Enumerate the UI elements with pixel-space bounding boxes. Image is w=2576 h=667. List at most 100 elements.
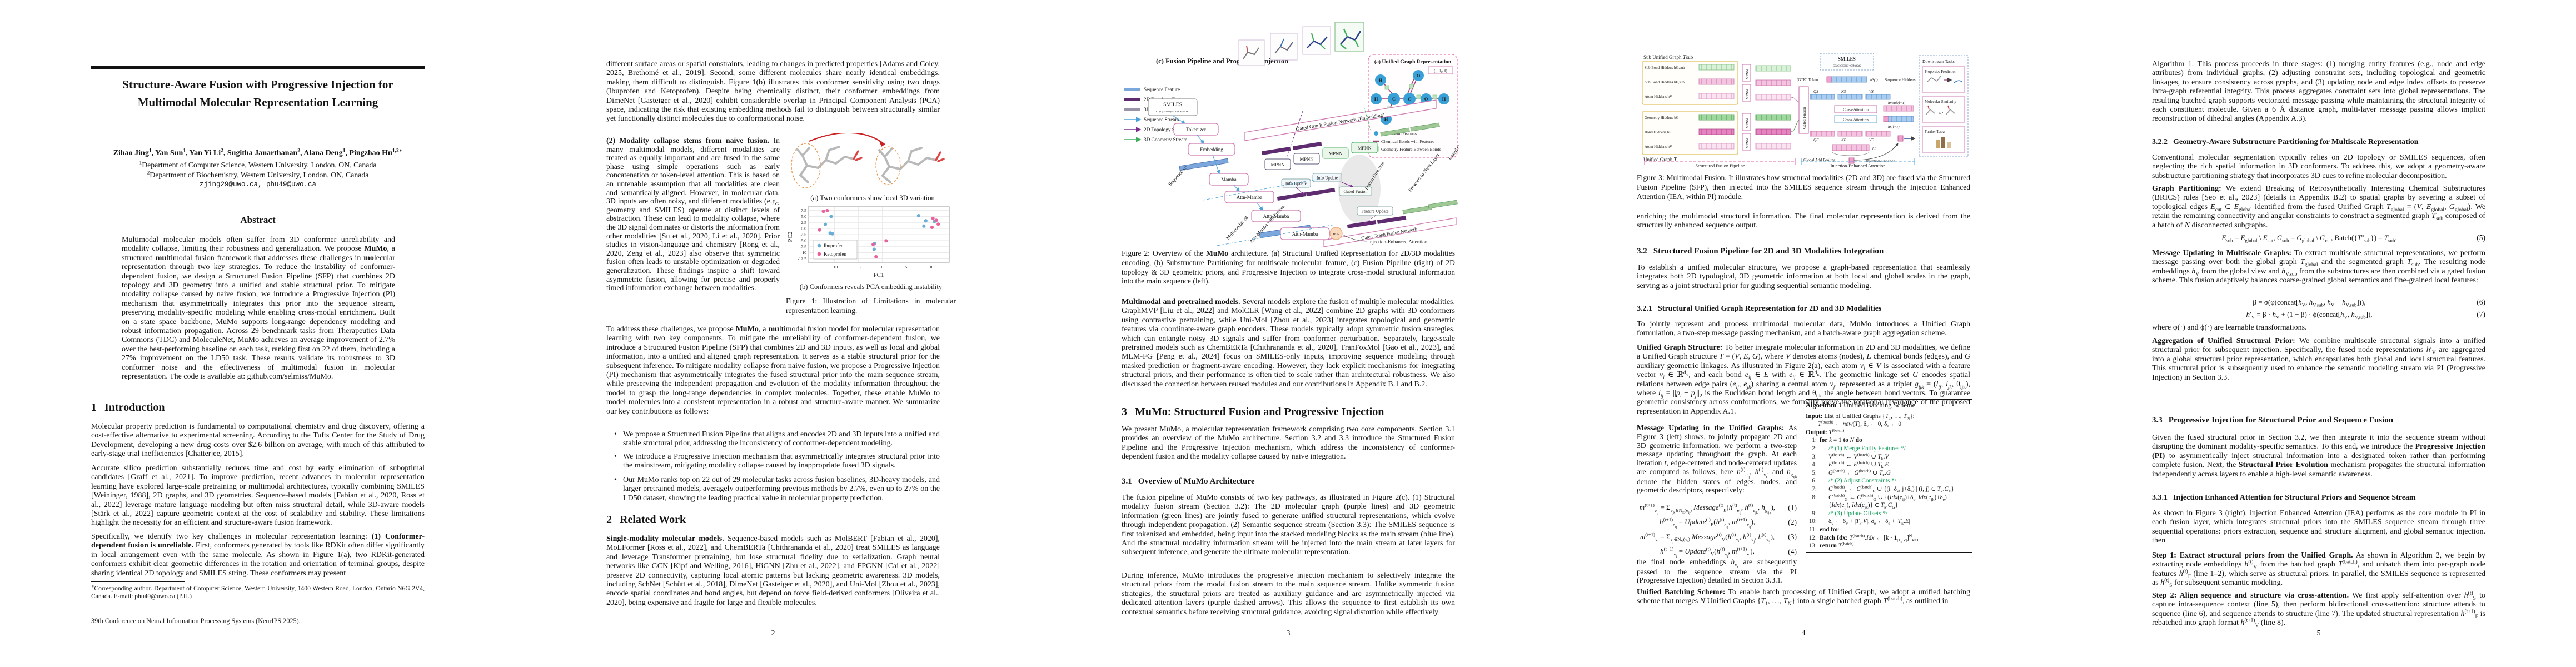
paper-title-line1: Structure-Aware Fusion with Progressive … — [122, 78, 393, 91]
equation-3: m(t+1)vi = Σvj∈NV(vi) Message(t)V(h(t)vi… — [1637, 532, 1797, 544]
contribution-bullet-2: •We introduce a Progressive Injection me… — [606, 452, 940, 471]
algo-line: 5:G(batch) ← G(batch) ∪ Tk.G — [1812, 468, 1891, 477]
equation-4-number: (4) — [1788, 547, 1797, 556]
geometry-formula: (l₁, l₂, θ) — [1434, 69, 1447, 73]
equation-7-number: (7) — [2477, 310, 2485, 318]
intro-paragraph-3: Specifically, we identify two key challe… — [91, 532, 425, 578]
equation-7: h′V = β · hV + (1 − β) · ϕ(concat[hV, hV… — [2152, 310, 2485, 320]
svg-text:H: H — [1379, 77, 1383, 83]
legend-label-ibuprofen: Ibuprofen — [824, 243, 844, 248]
svg-text:C: C — [1392, 96, 1396, 102]
svg-text:Structured Fusion Pipeline: Structured Fusion Pipeline — [1695, 163, 1745, 168]
svg-text:0: 0 — [881, 265, 884, 270]
y-axis-label: PC2 — [787, 232, 794, 242]
equation-6-number: (6) — [2477, 298, 2485, 306]
p5-aggregation: Aggregation of Unified Structural Prior:… — [2152, 337, 2485, 382]
equation-7-formula: h′V = β · hV + (1 − β) · ϕ(concat[hV, hV… — [2246, 310, 2373, 320]
figure-3-fusion-diagram: Sub Unified Graph 𝑇sub Sub Bond Hiddens … — [1642, 53, 1969, 168]
page-number: 5 — [2316, 629, 2321, 638]
p2-paragraph-1: different surface areas or spatial const… — [606, 60, 940, 123]
contribution-bullet-3: •Our MuMo ranks top on 22 out of 29 mole… — [606, 476, 940, 503]
algo-line: 1:for k = 1 to N do — [1812, 437, 1862, 444]
fig3-downstream-tasks: Downstream Tasks Properties Prediction M… — [1919, 55, 1969, 157]
p4-unified-graph-structure: Unified Graph Structure: To better integ… — [1637, 344, 1971, 416]
injection-enhance-label: Injection-Enhance — [1866, 159, 1895, 163]
svg-text:MPNN: MPNN — [1746, 89, 1750, 99]
figure-1b-caption: (b) Conformers reveals PCA embedding ins… — [799, 283, 943, 291]
p3-overview-intro: We present MuMo, a molecular representat… — [1122, 425, 1455, 461]
algo-line: 8:C(batch)G ← C(batch)G ∪ {(Idx(eij)+δe,… — [1812, 492, 1950, 510]
equation-6-formula: β = σ(φ(concat[hV, hV,sub, hV − hV,sub])… — [2253, 298, 2366, 308]
algo-line: 11:end for — [1809, 526, 1839, 533]
algorithm-1-title: Algorithm 1 Unified Batching Scheme — [1806, 399, 1972, 411]
svg-text:Geometry Feature Between Bonds: Geometry Feature Between Bonds — [1381, 147, 1441, 152]
fig3-sub-graph-box: Sub Bond Hiddens hG,sub Sub Bond Hiddens… — [1642, 61, 1738, 105]
fig2-progressive-injection: Attn-Mamba IEA Multimodal x8 Attn-Mamba … — [1202, 178, 1428, 246]
svg-text:−5: −5 — [856, 265, 860, 270]
emails: zjing29@uwo.ca, phu49@uwo.ca — [199, 181, 317, 188]
svg-text:5.0: 5.0 — [801, 214, 806, 219]
p5-conventional: Conventional molecular segmentation typi… — [2152, 153, 2485, 180]
scatter-points — [818, 208, 940, 259]
conn-1 — [1790, 97, 1800, 103]
svg-text:5: 5 — [905, 265, 908, 270]
p5-iea-intro: As shown in Figure 3 (right), injection … — [2152, 509, 2485, 545]
svg-text:2D Topology Stream: 2D Topology Stream — [1144, 127, 1187, 132]
subsection-33-number: 3.3 — [2152, 416, 2163, 425]
algorithm-output: Output: T(batch) — [1806, 427, 1845, 436]
algo-line: 4:E(batch) ← E(batch) ∪ Tk.E — [1812, 460, 1889, 470]
svg-text:Attn-Mamba: Attn-Mamba — [1263, 213, 1289, 219]
pooled-cell — [1848, 157, 1855, 164]
svg-text:Further Tasks: Further Tasks — [1925, 130, 1945, 134]
svg-text:MPNN: MPNN — [1300, 156, 1314, 162]
svg-text:Tokenizer: Tokenizer — [1186, 127, 1206, 132]
strip-uni-bond-out — [1755, 128, 1791, 135]
hs-label: hS(l) — [1870, 78, 1878, 82]
abstract-text: Multimodal molecular models often suffer… — [122, 236, 395, 381]
svg-text:Atom Hiddens hV: Atom Hiddens hV — [1645, 95, 1672, 99]
p4-message-updating: Message Updating in the Unified Graphs: … — [1637, 424, 1797, 495]
svg-text:SMILES: SMILES — [1163, 102, 1182, 108]
qkv-s-row: QS KS VS — [1810, 89, 1891, 100]
svg-text:O: O — [1424, 96, 1428, 102]
subsection-32-label: Structured Fusion Pipeline for 2D and 3D… — [1653, 247, 1884, 256]
svg-text:SMILES: SMILES — [1838, 56, 1856, 62]
svg-text:-5.0: -5.0 — [800, 238, 806, 243]
bullet-marker: • — [614, 476, 617, 484]
section-3-label: MuMo: Structured Fusion and Progressive … — [1135, 406, 1384, 418]
svg-text:IEA: IEA — [1333, 232, 1339, 236]
svg-text:KF: KF — [1841, 138, 1847, 142]
page-number: 3 — [1286, 629, 1291, 638]
algo-line: 6:/* (2) Adjust Constraints */ — [1812, 477, 1896, 485]
algo-line: 13:return T(batch) — [1808, 541, 1854, 550]
page-number: 4 — [1801, 629, 1806, 638]
svg-text:MPNN: MPNN — [1271, 162, 1285, 167]
global-add-pooling-label: Global Add Pooling — [1803, 158, 1836, 162]
svg-text:VF: VF — [1869, 138, 1874, 142]
p4-unified-structure: To establish a unified molecular structu… — [1637, 263, 1970, 290]
equations-1-4: m(t+1)eij = Σejk∈NE(eij) Message(t)E(h(t… — [1637, 502, 1797, 559]
sequence-hiddens-strip — [1831, 76, 1867, 83]
hf-brace — [1832, 152, 1870, 156]
inset-a-title: (a) Unified Graph Representation — [1374, 59, 1452, 65]
hvsub-out-strip — [1883, 105, 1914, 112]
equation-5-formula: Esub = Eglobal \ Ecut, Gsub = Gglobal \ … — [2221, 232, 2397, 243]
svg-text:Molecular Similarity: Molecular Similarity — [1925, 100, 1956, 104]
strip-sub-atom-out — [1755, 94, 1791, 101]
page-2: different surface areas or spatial const… — [515, 0, 1030, 667]
equation-4-formula: h(t+1)vi = Update(t)V(h(t)vi, m(t+1)vi), — [1660, 546, 1755, 559]
svg-text:Sub Bond Hiddens hE,sub: Sub Bond Hiddens hE,sub — [1645, 81, 1685, 84]
hs2-gtk-cell — [1883, 116, 1889, 122]
variation-ellipse-left — [791, 143, 821, 188]
molecule-thumbnails — [1238, 22, 1364, 66]
algo-line: 2:/* (1) Merge Entity Features */ — [1812, 445, 1906, 452]
subsection-31-label: Overview of MuMo Architecture — [1138, 477, 1255, 486]
svg-text:MPNN: MPNN — [1746, 69, 1750, 79]
red-arrowhead — [879, 141, 885, 147]
figure-2-architecture-diagram: (c) Fusion Pipeline and Progressive Inje… — [1124, 22, 1459, 247]
